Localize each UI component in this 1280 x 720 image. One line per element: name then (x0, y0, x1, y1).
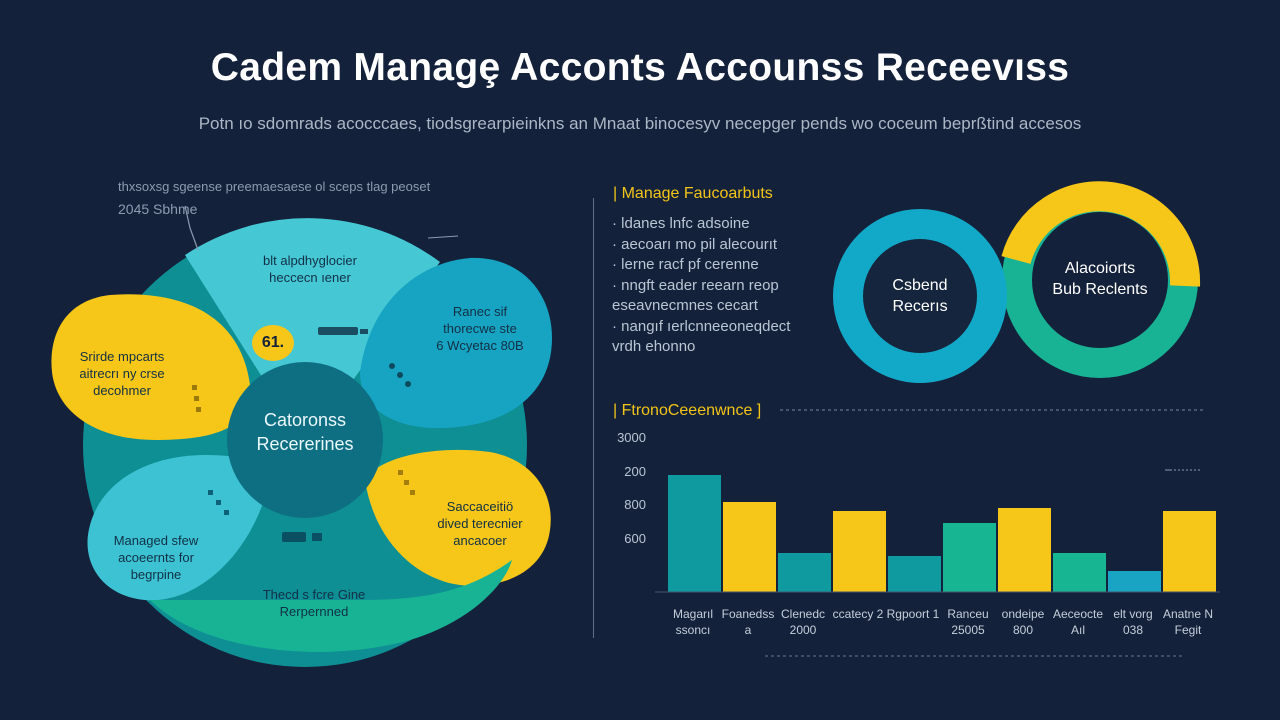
bullet-item: · nangıf ıerlcnneeoneqdect (612, 317, 791, 335)
card-icon (282, 532, 322, 542)
wheel-segment-left (51, 294, 251, 440)
segment-right-upper-line1: Ranec sif (452, 304, 508, 319)
segment-right-upper-line2: thorecwe ste (443, 321, 517, 336)
x-tick-label: elt vorg 038 (1113, 607, 1153, 637)
x-tick-label: Foanedss a (721, 607, 775, 637)
page-subtitle: Potn ıo sdomrads acocccaes, tiodsgrearpi… (198, 114, 1082, 133)
footer-dotted-rule (765, 655, 1185, 657)
right-ring-label: Alacoiorts Bub Reclents (1030, 258, 1170, 300)
wheel-note: thxsoxsg sgeense preemaesaese ol sceps t… (118, 176, 430, 220)
chart-bar (668, 475, 721, 592)
y-tick-label: 600 (624, 531, 646, 546)
chart-bar (833, 511, 886, 592)
y-tick-label: 800 (624, 497, 646, 512)
left-ring-label: Csbend Recerıs (858, 275, 982, 317)
wheel-hub (227, 362, 383, 518)
left-ring-label-line2: Recerıs (892, 298, 948, 315)
wheel-hub-label: Catoronss Recererines (232, 408, 378, 456)
segment-left-line2: aitrecrı ny crse (79, 366, 165, 381)
segment-right-lower-label: Saccaceitiö dived terecnier ancacoer (420, 498, 540, 549)
heading-dotted-rule (780, 409, 1205, 411)
dots-icon-left (192, 385, 201, 412)
wheel-segment-bottom (150, 560, 512, 652)
x-tick-label: Anatne N Fegit (1162, 607, 1214, 637)
page-title: Cadem Managȩ Acconts Accounss Receevıss (210, 46, 1070, 89)
bullet-item: eseavnecmnes cecart (612, 297, 758, 314)
performance-heading: | FtronoCeeenwnce ] (613, 402, 762, 419)
bullet-item: · ldanes lnfc adsoine (612, 215, 750, 232)
dots-icon-lower-right (398, 470, 415, 495)
x-tick-label: Ranceu 25005 (947, 607, 989, 637)
manage-heading: | Manage Faucoarbuts (613, 185, 773, 202)
bullet-item: · lerne racf pf cerenne (612, 256, 759, 273)
segment-left-lower-line2: acoeernts for (118, 550, 194, 565)
chart-bar (1053, 553, 1106, 592)
right-ring-label-line2: Bub Reclents (1052, 281, 1148, 298)
segment-right-lower-line3: ancacoer (453, 533, 507, 548)
segment-top-label: blt alpdhyglocier heccecn ıener (240, 252, 380, 286)
segment-left-lower-line1: Managed sfew (113, 533, 199, 548)
wheel-note-line2: 2045 Sbhme (118, 201, 198, 217)
wheel-segment-top (185, 218, 440, 445)
wheel-diagram (51, 205, 552, 667)
segment-left-line1: Srirde mpcarts (79, 349, 165, 364)
segment-left-lower-line3: begrpine (130, 567, 182, 582)
leader-line-right (427, 235, 459, 239)
x-tick-label: ondeipe 800 (1001, 607, 1045, 637)
section-divider (593, 198, 594, 638)
manage-bullet-list: · ldanes lnfc adsoine · aecoarı mo pil a… (612, 214, 790, 358)
chart-bar (888, 556, 941, 592)
y-tick-label: 200 (624, 464, 646, 479)
dots-icon-right (389, 363, 411, 387)
segment-bottom-label: Thecd s fcre Gine Rerpernned (244, 586, 384, 620)
hub-line2: Recererines (256, 434, 354, 454)
chart-bar (998, 508, 1051, 592)
bar-chart (655, 469, 1220, 593)
chart-bar (778, 553, 831, 592)
y-tick-label: 3000 (617, 430, 646, 445)
wheel-segment-left-lower (87, 455, 271, 601)
hub-line1: Catoronss (263, 410, 347, 430)
chart-bar (1108, 571, 1161, 592)
segment-right-lower-line2: dived terecnier (437, 516, 523, 531)
wheel-note-line1: thxsoxsg sgeense preemaesaese ol sceps t… (118, 179, 431, 194)
segment-top-line1: blt alpdhyglocier (263, 253, 357, 268)
note-leader-line (184, 205, 199, 251)
left-ring (833, 209, 1007, 383)
x-tick-label: ccatecy 2 (832, 607, 884, 621)
wheel-segment-right-lower (365, 449, 551, 586)
right-ring-yellow-arc (1001, 181, 1201, 287)
chart-bar (723, 502, 776, 592)
x-tick-label: Rgpoort 1 (886, 607, 940, 621)
segment-right-lower-line1: Saccaceitiö (446, 499, 514, 514)
segment-right-upper-label: Ranec sif thorecwe ste 6 Wcyetac 80B (420, 303, 540, 354)
chart-bar (1163, 511, 1216, 592)
dots-icon-lower-left (208, 490, 229, 515)
right-ring-label-line1: Alacoiorts (1064, 260, 1136, 277)
x-tick-label: Clenedc 2000 (780, 607, 826, 637)
segment-left-lower-label: Managed sfew acoeernts for begrpine (96, 532, 216, 583)
tag-icon (318, 327, 368, 335)
segment-left-label: Srirde mpcarts aitrecrı ny crse decohmer (62, 348, 182, 399)
bullet-item: · aecoarı mo pil alecourıt (612, 235, 778, 253)
segment-bottom-line2: Rerpernned (279, 604, 349, 619)
x-tick-label: Magarıl ssoncı (672, 607, 713, 637)
segment-bottom-line1: Thecd s fcre Gine (262, 587, 366, 602)
wheel-badge: 61. (252, 325, 294, 361)
segment-left-line3: decohmer (93, 383, 151, 398)
bullet-item: vrdh ehonno (612, 338, 696, 355)
x-tick-label: Aeceocte Aıl (1052, 607, 1104, 637)
segment-right-upper-line3: 6 Wcyetac 80B (436, 338, 524, 353)
left-ring-label-line1: Csbend (892, 277, 948, 294)
segment-top-line2: heccecn ıener (269, 270, 351, 285)
chart-bar (943, 523, 996, 592)
bullet-item: · nngft eader reearn reop (612, 276, 779, 294)
ring-charts (833, 181, 1201, 383)
